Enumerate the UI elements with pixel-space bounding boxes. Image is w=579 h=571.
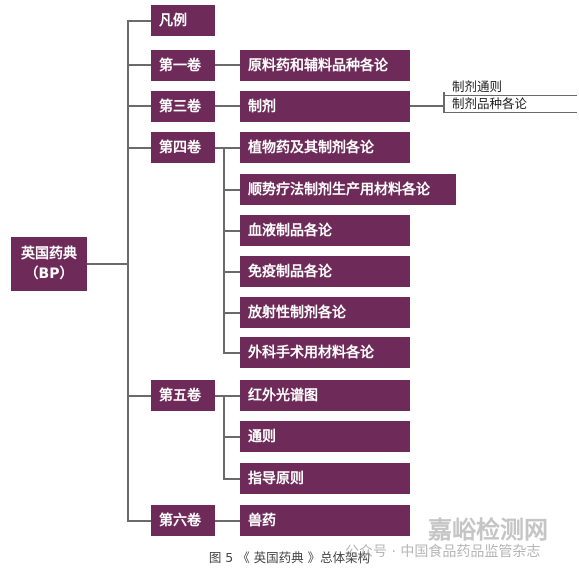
sub-item-underline-bottom	[443, 112, 577, 113]
link-vol6	[215, 520, 240, 522]
vol4-branch-botanical	[223, 147, 240, 149]
root-node: 英国药典 （BP）	[11, 237, 87, 291]
vol5-branch-ir	[223, 395, 240, 397]
root-title: 英国药典	[21, 245, 77, 262]
link-vol4	[215, 147, 224, 149]
vol4-branch-radiopharma	[223, 312, 240, 314]
item-homeopathic: 顺势疗法制剂生产用材料各论	[240, 174, 456, 205]
vol4-branch-surgical	[223, 352, 240, 354]
volume-4: 第四卷	[151, 132, 215, 163]
preparations-link	[410, 105, 445, 107]
link-vol3	[215, 105, 240, 107]
root-abbreviation: （BP）	[24, 266, 74, 282]
figure-caption: 图 5 《 英国药典 》总体架构	[208, 550, 371, 565]
vol4-branch-homeopathic	[223, 189, 240, 191]
vol4-branch-blood	[223, 230, 240, 232]
vol4-branch-immunological	[223, 271, 240, 273]
item-preparations: 制剂	[240, 91, 410, 122]
volume-1: 第一卷	[151, 50, 215, 81]
preparations-bracket	[443, 92, 445, 113]
watermark-brand: 嘉峪检测网	[428, 516, 548, 544]
branch-vol1	[127, 64, 151, 66]
volume-trunk	[127, 20, 129, 521]
vol4-trunk	[223, 147, 225, 354]
item-general-chapters: 通则	[240, 421, 410, 452]
volume-3: 第三卷	[151, 91, 215, 122]
branch-vol3	[127, 105, 151, 107]
item-immunological: 免疫制品各论	[240, 256, 410, 287]
item-raw-materials: 原料药和辅料品种各论	[240, 50, 410, 81]
root-connector	[86, 263, 128, 265]
watermark-source: 公众号 · 中国食品药品监管杂志	[345, 544, 541, 560]
sub-item-underline-top	[443, 95, 577, 96]
item-guidance: 指导原则	[240, 463, 410, 494]
vol5-branch-general	[223, 436, 240, 438]
branch-general-notices	[127, 20, 151, 22]
item-ir-spectra: 红外光谱图	[240, 380, 410, 411]
item-radiopharmaceutical: 放射性制剂各论	[240, 297, 410, 328]
item-blood-products: 血液制品各论	[240, 215, 410, 246]
item-surgical-materials: 外科手术用材料各论	[240, 337, 410, 368]
branch-vol4	[127, 147, 151, 149]
item-botanical: 植物药及其制剂各论	[240, 132, 410, 163]
vol5-branch-guidance	[223, 478, 240, 480]
branch-vol5	[127, 395, 151, 397]
volume-5: 第五卷	[151, 380, 215, 411]
volume-6: 第六卷	[151, 505, 215, 536]
link-vol1	[215, 64, 240, 66]
link-vol5	[215, 395, 224, 397]
sub-item-general-rules: 制剂通则	[452, 79, 503, 94]
volume-general-notices: 凡例	[151, 5, 215, 36]
item-veterinary: 兽药	[240, 505, 410, 536]
sub-item-monographs: 制剂品种各论	[452, 96, 528, 111]
branch-vol6	[127, 520, 151, 522]
